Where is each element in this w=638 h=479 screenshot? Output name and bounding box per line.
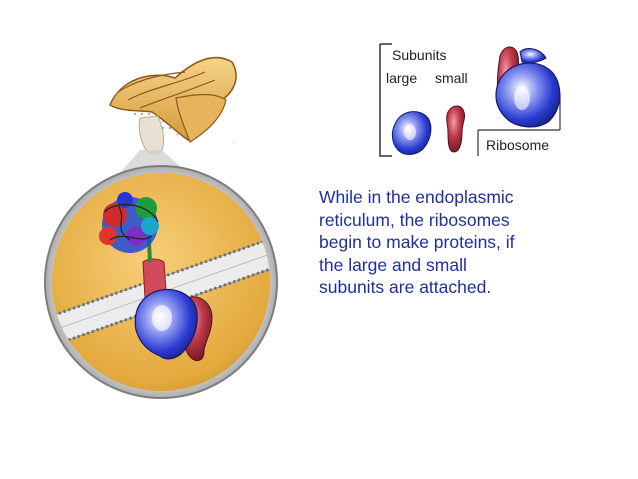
legend-title: Subunits xyxy=(392,47,446,63)
caption-line: While in the endoplasmic xyxy=(319,187,514,207)
caption-line: subunits are attached. xyxy=(319,277,492,297)
folding-protein xyxy=(99,192,159,253)
small-subunit-icon xyxy=(446,105,466,153)
ribosome-icon xyxy=(495,46,561,128)
legend-large-label: large xyxy=(386,70,417,86)
endoplasmic-reticulum xyxy=(109,55,238,155)
caption-line: the large and small xyxy=(319,254,467,275)
legend-small-label: small xyxy=(435,70,468,86)
magnified-view xyxy=(44,165,278,399)
caption-text: While in the endoplasmic reticulum, the … xyxy=(319,186,569,299)
caption-line: begin to make proteins, if xyxy=(319,232,515,252)
legend-box: Subunits large small Ribosome xyxy=(379,43,561,157)
caption-line: reticulum, the ribosomes xyxy=(319,209,510,230)
legend-ribosome-label: Ribosome xyxy=(486,137,549,153)
